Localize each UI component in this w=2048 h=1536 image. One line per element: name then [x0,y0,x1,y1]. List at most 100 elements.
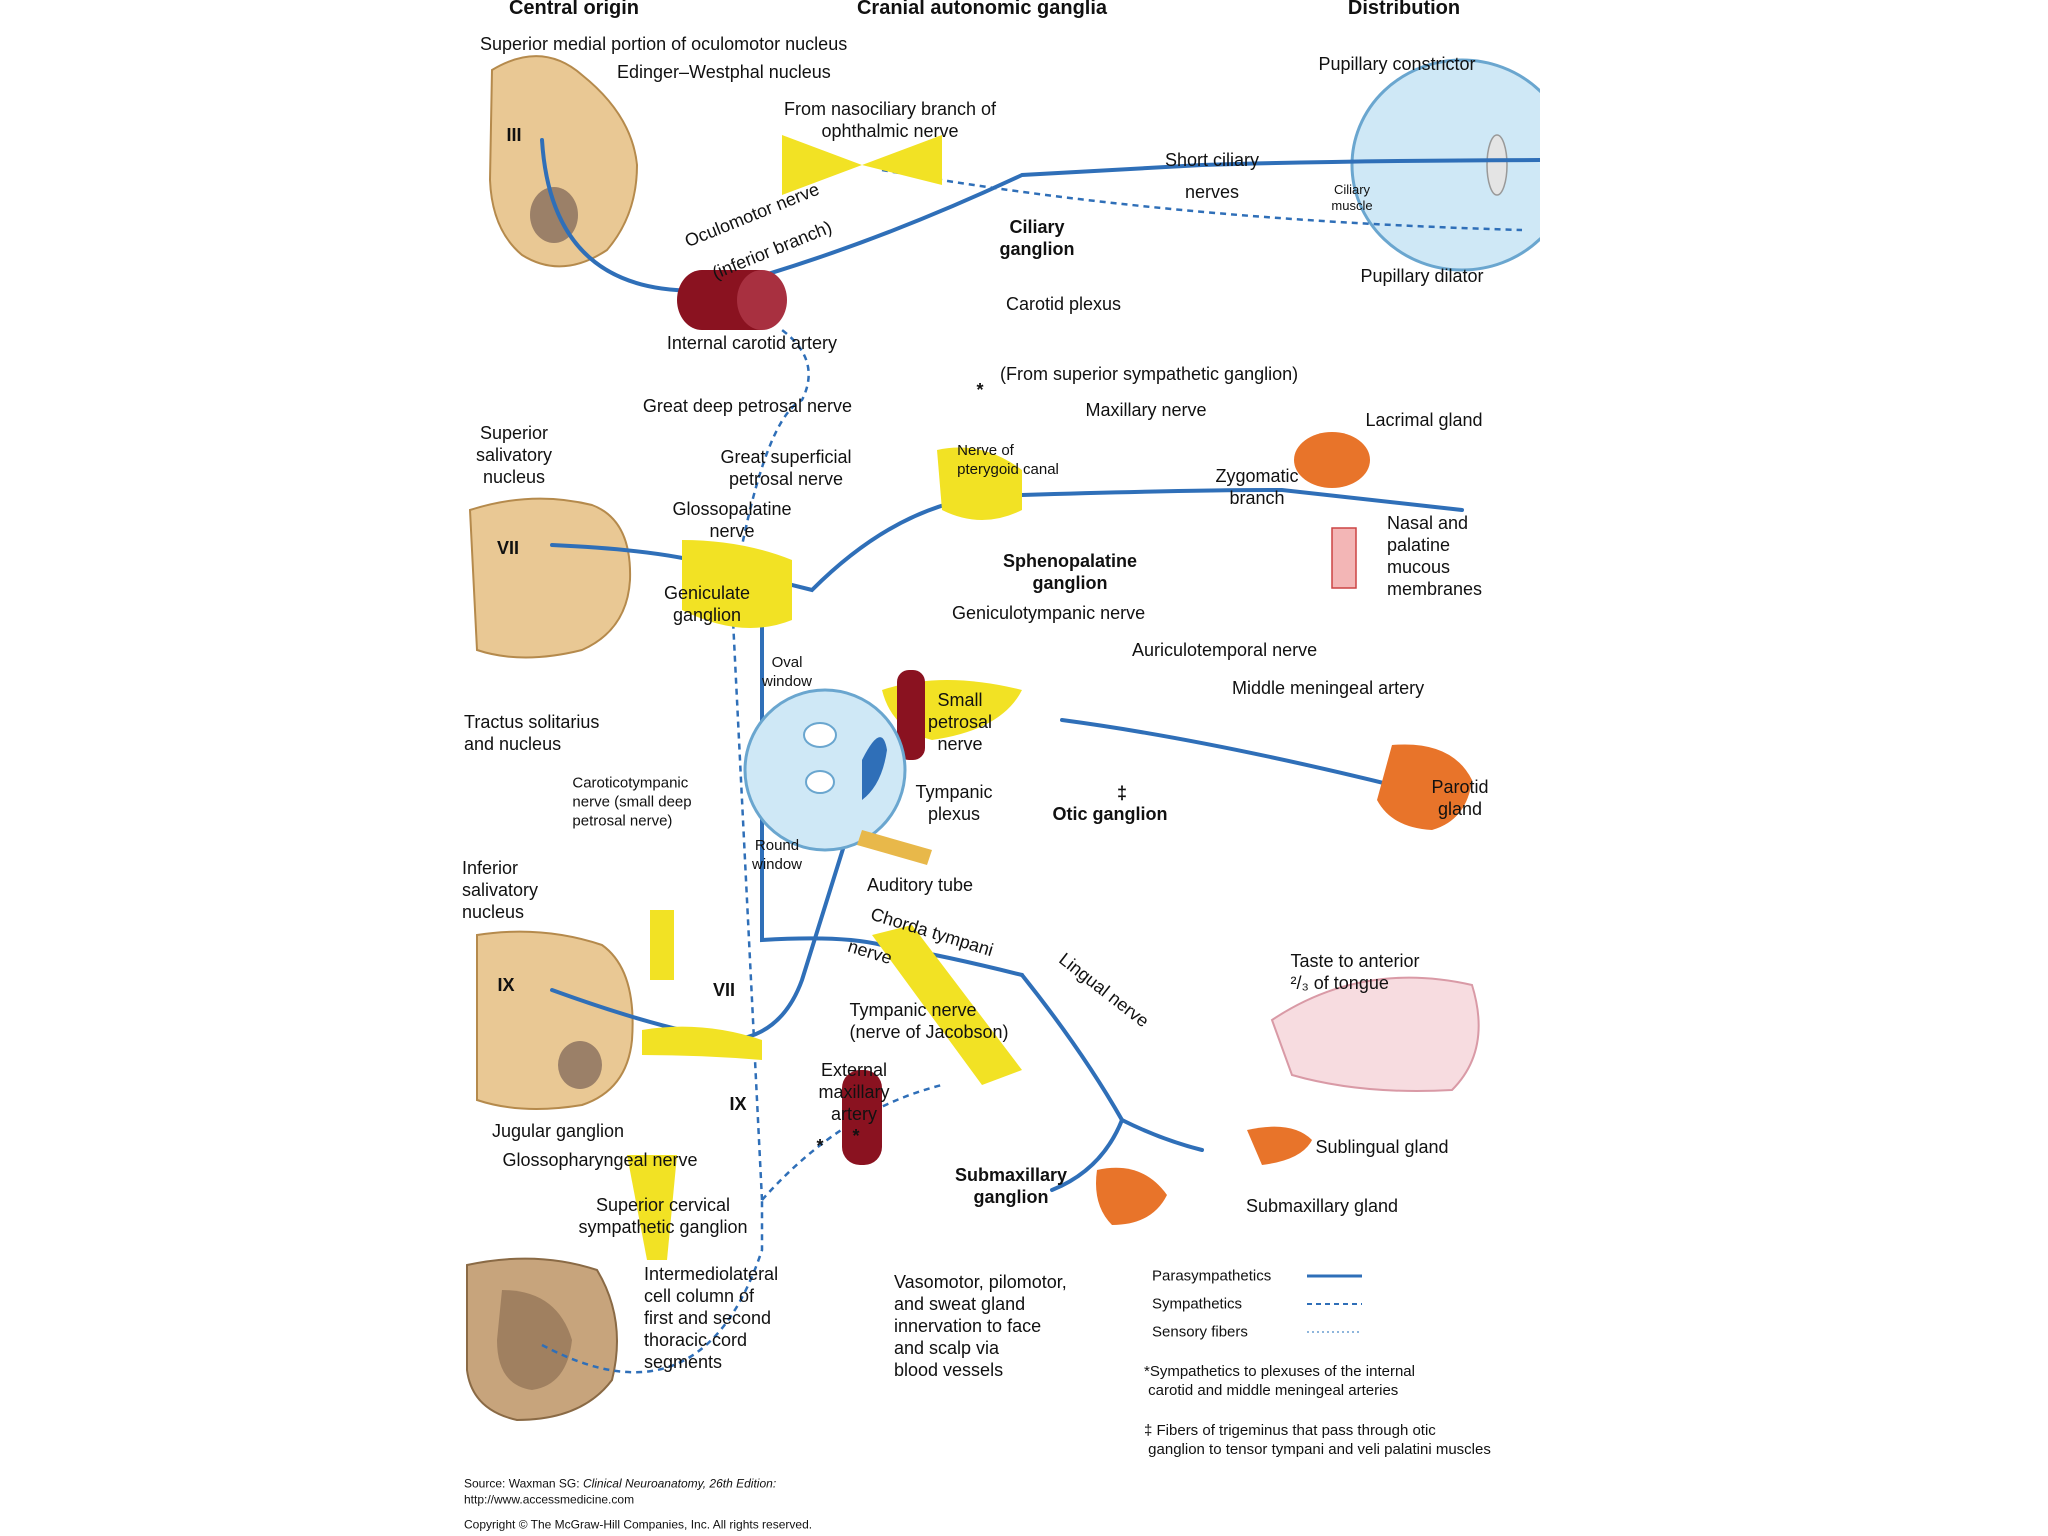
label-tympanic-nerve: Tympanic nerve (nerve of Jacobson) [849,1000,1009,1042]
label-geniculate-ganglion: Geniculate ganglion [663,583,751,625]
legend-note-dagger: ‡ Fibers of trigeminus that pass through… [1144,1422,1491,1458]
label-round-window: Round window [751,837,803,873]
lingual-nerve-shape [872,925,1022,1085]
cord-gray-matter [497,1290,572,1390]
sympathetic-eye [881,168,1523,232]
label-vasomotor: Vasomotor, pilomotor, and sweat gland in… [894,1272,1067,1380]
ciliary-ganglion-shape [782,135,942,195]
source-copyright: Copyright © The McGraw-Hill Companies, I… [464,1517,813,1532]
tympanic-plexus-shape [862,737,887,800]
label-roman-iii: III [506,125,522,145]
label-roman-ix-low: IX [729,1094,747,1114]
label-superior-cervical: Superior cervical sympathetic ganglion [578,1195,748,1237]
label-short-ciliary: Short ciliary [1164,150,1260,170]
legend-note-asterisk: *Sympathetics to plexuses of the interna… [1144,1363,1415,1399]
label-asterisk-3: * [976,380,984,400]
label-carotid-plexus: Carotid plexus [1006,294,1122,314]
label-otic-ganglion: Otic ganglion [1052,804,1168,824]
label-internal-carotid: Internal carotid artery [666,333,837,353]
lacrimal-gland-shape [1294,432,1370,488]
header-central-origin: Central origin [508,0,640,19]
label-oval-window: Oval window [761,654,813,690]
label-pupillary-dilator: Pupillary dilator [1360,266,1484,286]
label-small-petrosal: Small petrosal nerve [927,690,993,754]
label-auditory-tube: Auditory tube [866,875,974,895]
label-caroticotympanic: Caroticotympanic nerve (small deep petro… [572,774,692,830]
midbrain-section [488,55,639,268]
label-superior-salivatory: Superior salivatory nucleus [475,423,553,487]
label-parotid-gland: Parotid gland [1431,777,1489,819]
label-tractus-solitarius: Tractus solitarius and nucleus [464,712,600,754]
label-great-superficial-petrosal: Great superficial petrosal nerve [720,447,852,489]
oculomotor-nerve-path [540,138,1540,293]
label-submaxillary-gland: Submaxillary gland [1245,1196,1399,1216]
label-middle-meningeal: Middle meningeal artery [1232,678,1425,698]
label-superior-medial: Superior medial portion of oculomotor nu… [480,34,848,54]
label-edinger-westphal: Edinger–Westphal nucleus [617,62,831,82]
otic-to-parotid [1060,718,1414,792]
label-inferior-salivatory: Inferior salivatory nucleus [462,858,539,922]
sympathetic-carotid [730,329,810,1201]
label-ciliary-muscle: Ciliary muscle [1331,182,1373,213]
label-sublingual-gland: Sublingual gland [1315,1137,1449,1157]
header-cranial-ganglia: Cranial autonomic ganglia [856,0,1108,19]
label-asterisk-1: * [816,1136,824,1156]
medulla-section [476,930,634,1110]
oval-window-shape [803,722,837,748]
label-intermediolateral: Intermediolateral cell column of first a… [644,1264,779,1372]
label-ciliary-ganglion: Ciliary ganglion [999,217,1075,259]
label-taste-tongue: Taste to anterior ²/₃ of tongue [1290,951,1420,993]
eyeball [1350,58,1540,272]
label-from-superior-sympathetic: (From superior sympathetic ganglion) [1000,364,1299,384]
pons-section [468,497,632,659]
legend-sensory-fibers: Sensory fibers [1152,1323,1248,1341]
auditory-tube-shape [857,830,932,865]
label-roman-ix: IX [497,975,515,995]
facial-nerve-path [550,487,1464,593]
submaxillary-gland-shape [1096,1167,1167,1225]
middle-meningeal-artery-shape [897,670,925,760]
label-double-dagger: ‡ [1116,783,1128,803]
superior-cervical-ganglion-shape [627,1155,677,1260]
label-roman-vii-low: VII [712,980,736,1000]
label-glossopalatine: Glossopalatine nerve [672,499,792,541]
lens [1486,134,1508,196]
source-url: http://www.accessmedicine.com [464,1492,635,1507]
label-short-ciliary-nerves: nerves [1184,182,1240,202]
sublingual-gland-shape [1247,1126,1312,1165]
internal-carotid-artery-shape [677,270,787,330]
label-zygomatic-branch: Zygomatic branch [1215,466,1299,508]
nasal-mucous-shape [1331,527,1357,589]
label-nasal-palatine: Nasal and palatine mucous membranes [1387,513,1483,599]
diagram-artwork [466,55,1540,1422]
round-window-shape [805,770,835,794]
vii-trunk [650,910,674,980]
label-auriculotemporal: Auriculotemporal nerve [1132,640,1318,660]
header-distribution: Distribution [1347,0,1461,19]
sphenopalatine-ganglion-shape [937,447,1022,520]
label-lacrimal-gland: Lacrimal gland [1365,410,1483,430]
label-pupillary-constrictor: Pupillary constrictor [1318,54,1476,74]
label-nasociliary: From nasociliary branch of ophthalmic ne… [783,99,997,141]
label-submaxillary-ganglion: Submaxillary ganglion [954,1165,1068,1207]
parotid-gland-shape [1377,744,1472,830]
submax-branch [1050,1118,1124,1192]
lingual-to-glands [1020,973,1204,1152]
external-maxillary-artery-shape [842,1070,882,1165]
label-geniculotympanic: Geniculotympanic nerve [952,603,1146,623]
label-roman-vii: VII [496,538,520,558]
source-citation: Source: Waxman SG: Clinical Neuroanatomy… [464,1476,777,1491]
legend-sympathetics: Sympathetics [1152,1295,1243,1313]
label-external-maxillary: External maxillary artery [818,1060,890,1124]
glossopharyngeal-trunk-shape [642,1026,762,1060]
label-nerve-pterygoid-canal: Nerve of pterygoid canal [957,442,1059,478]
tympanic-cavity [743,688,907,852]
label-great-deep-petrosal: Great deep petrosal nerve [642,396,852,416]
label-glossopharyngeal-nerve: Glossopharyngeal nerve [502,1150,698,1170]
label-tympanic-plexus: Tympanic plexus [915,782,993,824]
tongue-shape [1270,976,1480,1092]
cranial-autonomic-diagram: Central origin Cranial autonomic ganglia… [462,0,1540,1536]
olive [558,1041,602,1089]
label-jugular-ganglion: Jugular ganglion [491,1121,625,1141]
label-asterisk-2: * [852,1126,860,1146]
